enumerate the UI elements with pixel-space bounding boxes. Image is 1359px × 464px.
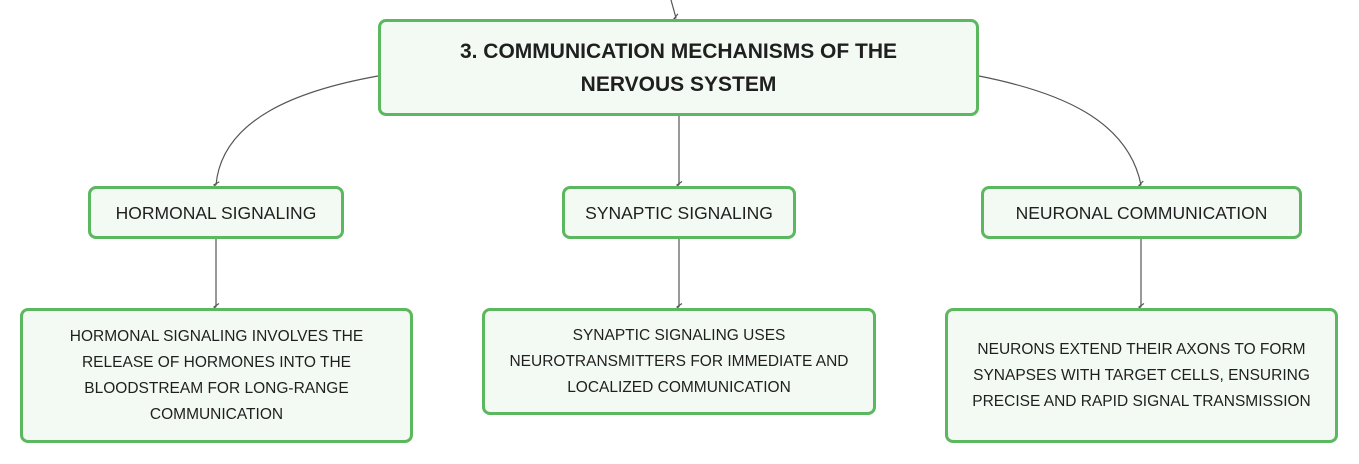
connector-root-to-neuronal [978,75,1145,189]
leaf-node-text: NEURONS EXTEND THEIR AXONS TO FORM SYNAP… [972,340,1311,410]
root-node-label: 3. COMMUNICATION MECHANISMS OF THE NERVO… [459,39,898,96]
root-node[interactable]: 3. COMMUNICATION MECHANISMS OF THE NERVO… [378,19,979,116]
incoming-connector [670,0,681,22]
connector-root-to-hormonal [212,75,379,190]
leaf-node-synaptic-description[interactable]: SYNAPTIC SIGNALING USES NEUROTRANSMITTER… [482,308,876,415]
branch-node-label: NEURONAL COMMUNICATION [1015,202,1268,223]
leaf-node-neuronal-description[interactable]: NEURONS EXTEND THEIR AXONS TO FORM SYNAP… [945,308,1338,443]
branch-node-synaptic-signaling[interactable]: SYNAPTIC SIGNALING [562,186,796,239]
branch-node-neuronal-communication[interactable]: NEURONAL COMMUNICATION [981,186,1302,239]
leaf-node-text: HORMONAL SIGNALING INVOLVES THE RELEASE … [69,327,364,423]
branch-node-label: HORMONAL SIGNALING [115,202,317,223]
leaf-node-text: SYNAPTIC SIGNALING USES NEUROTRANSMITTER… [509,326,849,396]
leaf-node-hormonal-description[interactable]: HORMONAL SIGNALING INVOLVES THE RELEASE … [20,308,413,443]
branch-node-hormonal-signaling[interactable]: HORMONAL SIGNALING [88,186,344,239]
branch-node-label: SYNAPTIC SIGNALING [585,202,773,223]
